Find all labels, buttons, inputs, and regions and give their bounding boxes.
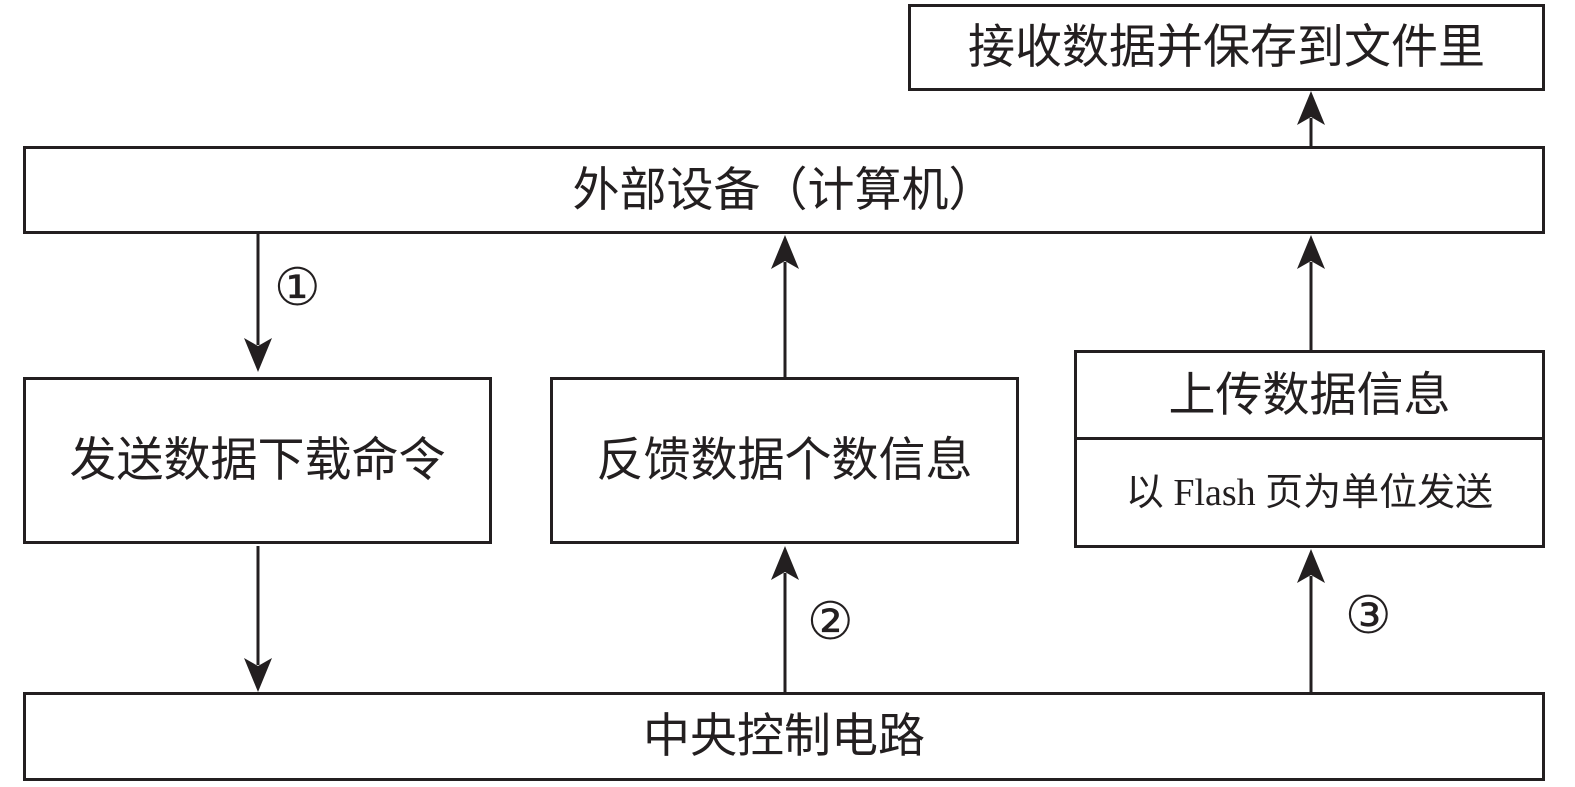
node-central-control: 中央控制电路	[23, 692, 1545, 781]
node-external-device: 外部设备（计算机）	[23, 146, 1545, 234]
node-upload-info-top: 上传数据信息	[1077, 353, 1542, 437]
node-central-control-label: 中央控制电路	[643, 709, 925, 764]
node-upload-unit-suffix: 页为单位发送	[1265, 470, 1494, 514]
node-feedback-count: 反馈数据个数信息	[550, 377, 1019, 544]
node-upload-unit-label: 以 Flash 页为单位发送	[1126, 473, 1493, 512]
node-upload-info-bottom: 以 Flash 页为单位发送	[1077, 440, 1542, 545]
step-label-1: ①	[274, 258, 321, 318]
arrow-external-to-send-command	[244, 233, 272, 372]
node-receive-save-label: 接收数据并保存到文件里	[968, 20, 1485, 75]
node-upload-info-label: 上传数据信息	[1168, 367, 1451, 423]
step-label-2: ②	[807, 592, 854, 652]
arrow-external-to-receive-save	[1297, 91, 1325, 147]
node-receive-save: 接收数据并保存到文件里	[908, 4, 1545, 91]
node-send-download-command-label: 发送数据下载命令	[69, 433, 446, 488]
step-label-3: ③	[1345, 586, 1392, 646]
arrow-central-to-feedback	[771, 546, 799, 693]
arrow-upload-to-external	[1297, 235, 1325, 351]
node-upload-info-divider	[1077, 437, 1542, 440]
node-send-download-command: 发送数据下载命令	[23, 377, 492, 544]
node-upload-unit-latin: Flash	[1163, 472, 1266, 514]
node-external-device-label: 外部设备（计算机）	[572, 162, 996, 218]
node-feedback-count-label: 反馈数据个数信息	[596, 433, 973, 488]
node-upload-info: 上传数据信息 以 Flash 页为单位发送	[1074, 350, 1545, 548]
arrow-send-command-to-central	[244, 546, 272, 692]
node-upload-unit-prefix: 以	[1125, 470, 1164, 514]
arrow-feedback-to-external	[771, 235, 799, 378]
arrow-central-to-upload	[1297, 549, 1325, 693]
